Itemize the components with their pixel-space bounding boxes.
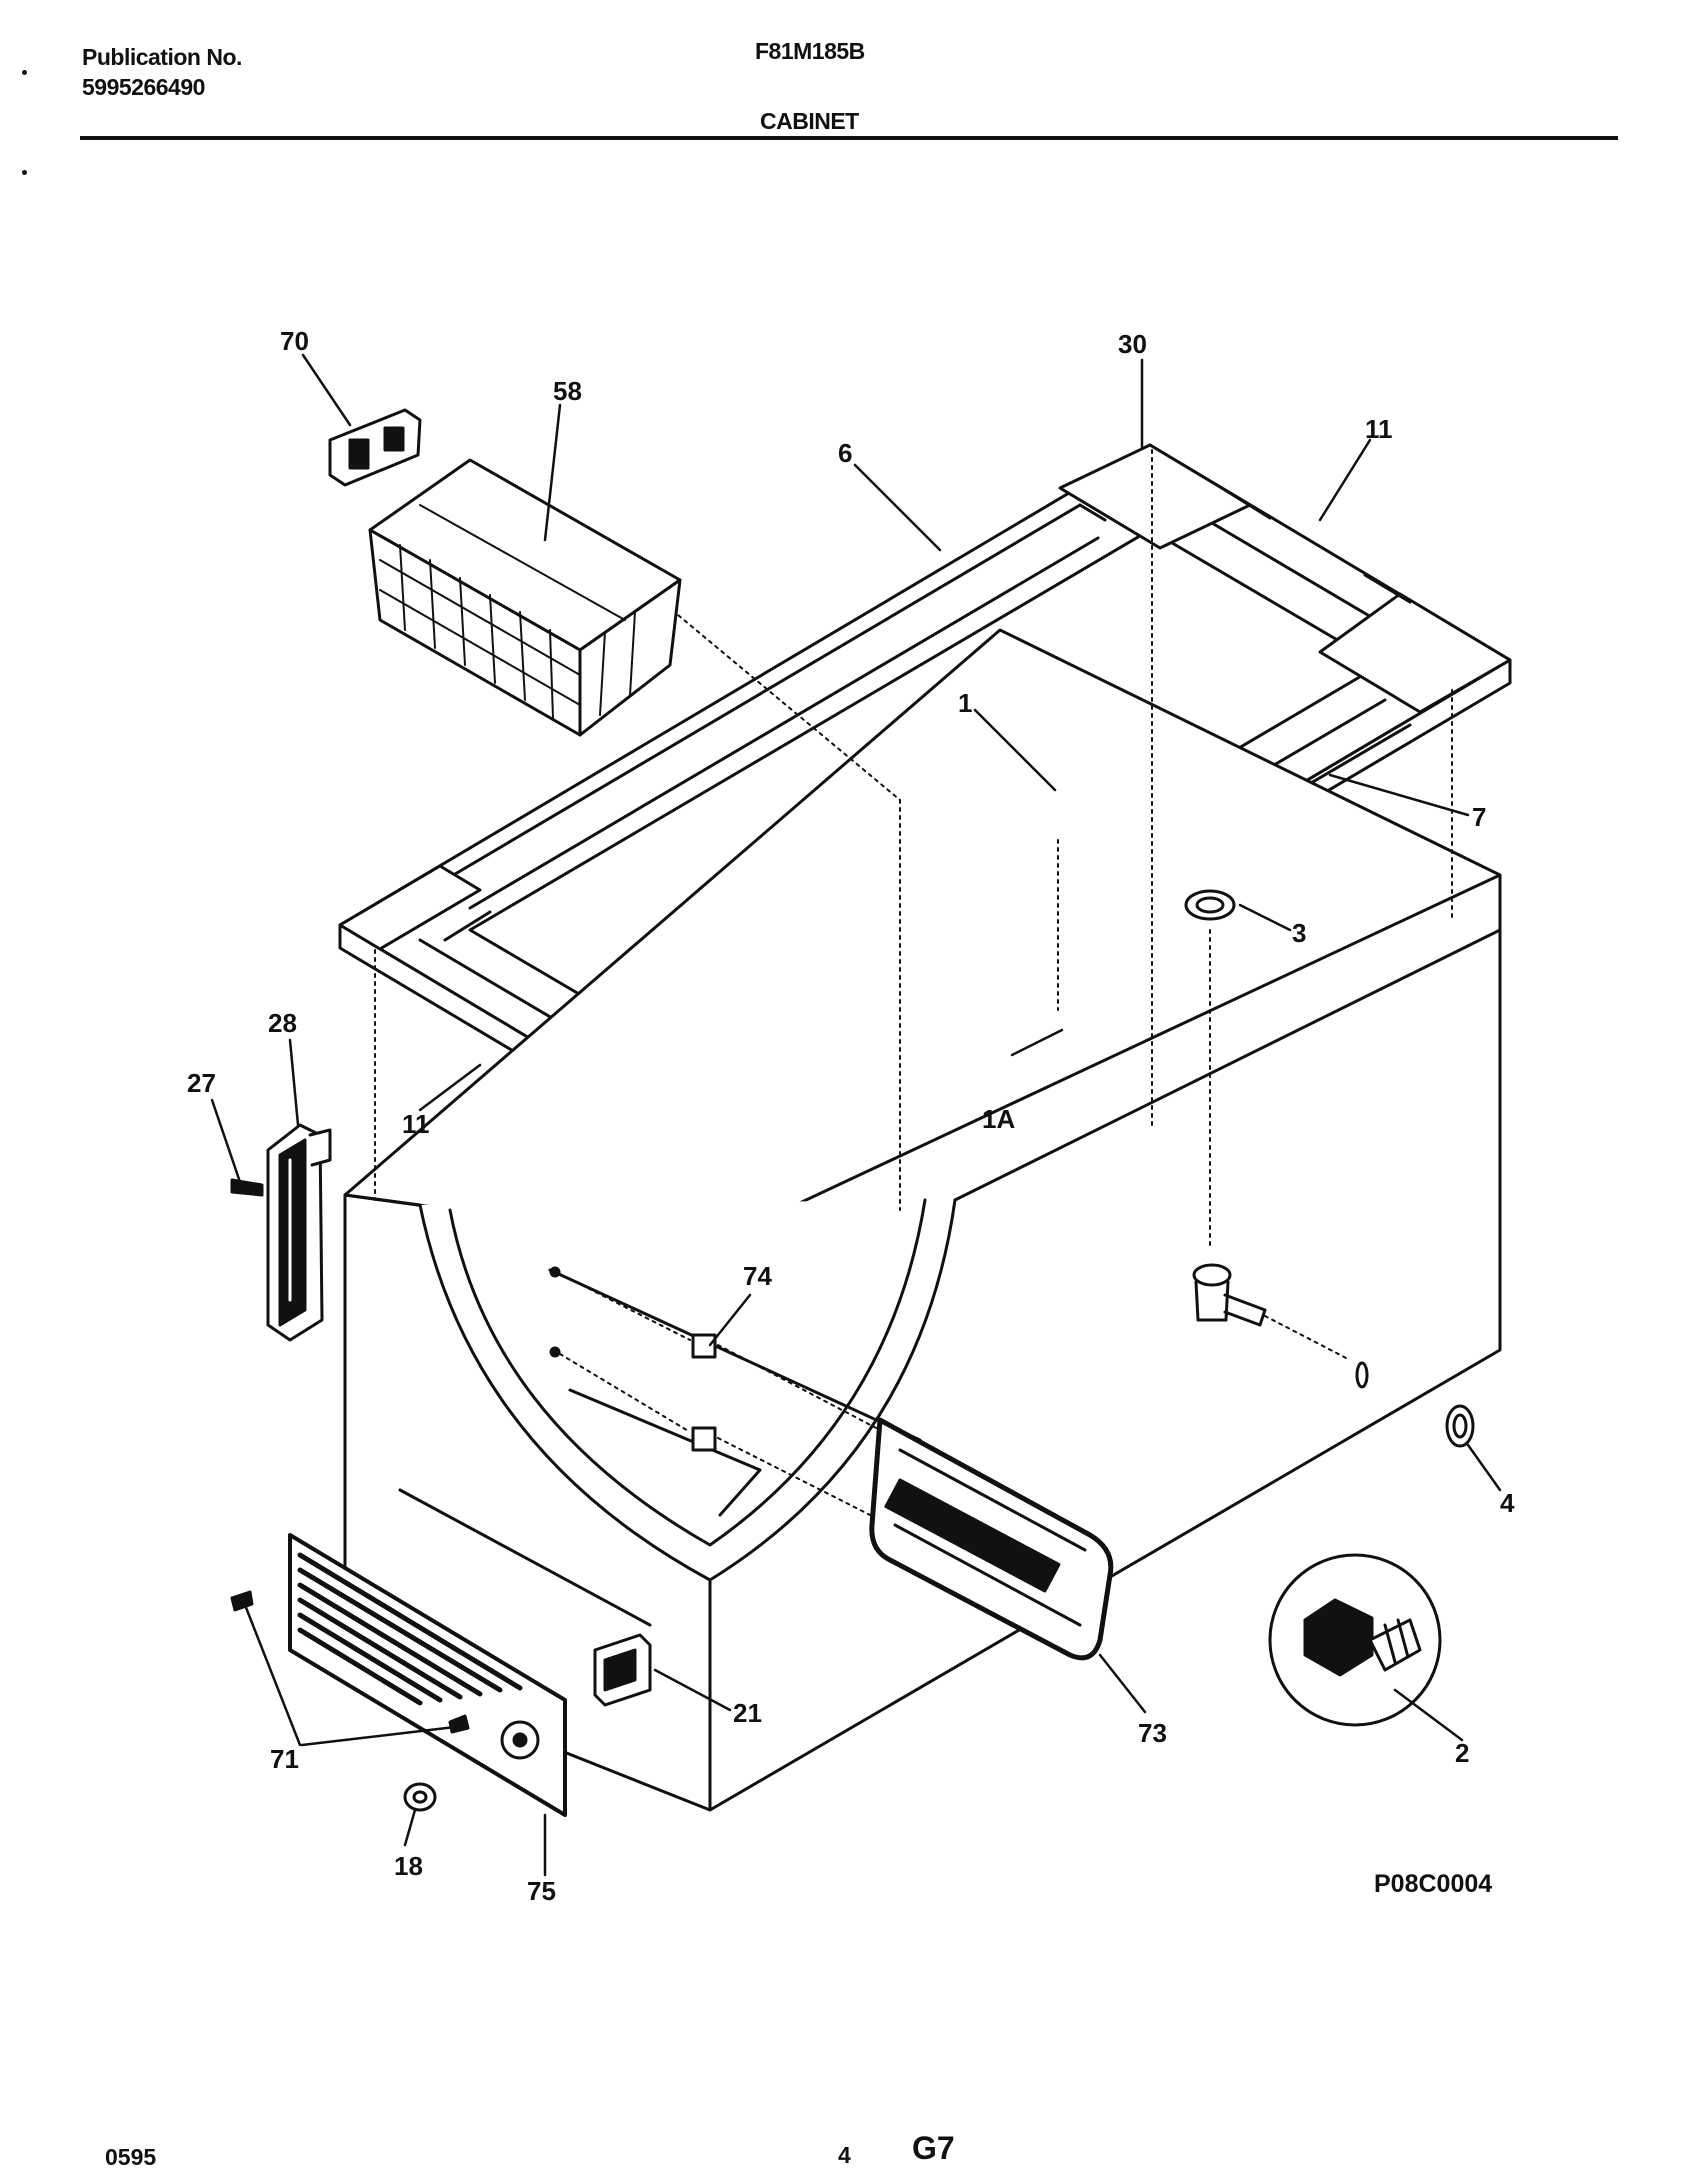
leader-lines — [210, 353, 1502, 1877]
callout-21: 21 — [733, 1698, 762, 1728]
callout-30: 30 — [1118, 329, 1147, 359]
grid-reference: G7 — [912, 2130, 955, 2166]
label-clips — [549, 1266, 881, 1521]
storage-basket — [368, 458, 682, 737]
callout-18: 18 — [394, 1851, 423, 1881]
callout-73: 73 — [1138, 1718, 1167, 1748]
punch-mark — [22, 170, 27, 175]
hinge-screw — [230, 1178, 264, 1197]
model-number: F81M185B — [755, 38, 865, 64]
callout-3: 3 — [1292, 918, 1306, 948]
callout-numbers: 70 58 30 6 11 1 7 3 28 27 11 1A 74 4 21 … — [187, 326, 1515, 1906]
punch-mark — [22, 70, 27, 75]
callout-7: 7 — [1472, 802, 1486, 832]
section-title: CABINET — [760, 108, 859, 134]
callout-27: 27 — [187, 1068, 216, 1098]
figure-code: P08C0004 — [1374, 1870, 1493, 1898]
callout-11-left: 11 — [402, 1109, 430, 1139]
callout-28: 28 — [268, 1008, 297, 1038]
callout-2: 2 — [1455, 1738, 1469, 1768]
grommet — [403, 1782, 437, 1812]
basket-divider — [328, 408, 422, 487]
callout-1a: 1A — [982, 1104, 1015, 1134]
callout-6: 6 — [838, 438, 852, 468]
callout-4: 4 — [1500, 1488, 1515, 1518]
alignment-lines — [374, 449, 1453, 1251]
date-code: 0595 — [105, 2144, 157, 2170]
callout-75: 75 — [527, 1876, 556, 1906]
drain-plug — [1184, 889, 1236, 921]
cabinet-body — [343, 628, 1502, 1812]
callout-58: 58 — [553, 376, 582, 406]
callout-74: 74 — [743, 1261, 772, 1291]
lid-hinge — [266, 1123, 332, 1342]
drain-hose-adapter-detail — [1268, 1553, 1442, 1727]
instruction-label — [869, 1417, 1114, 1661]
callout-1: 1 — [958, 688, 972, 718]
power-switch — [593, 1633, 652, 1707]
drain-fitting — [1192, 1263, 1369, 1389]
header-rule — [80, 136, 1618, 140]
page-number: 4 — [838, 2142, 851, 2168]
machine-compartment-grille — [288, 1533, 567, 1817]
callout-71: 71 — [270, 1744, 299, 1774]
publication-number: 5995266490 — [82, 74, 205, 100]
publication-label: Publication No. — [82, 44, 242, 70]
condenser-rod — [398, 1488, 652, 1627]
drain-cap — [1445, 1404, 1475, 1448]
callout-70: 70 — [280, 326, 309, 356]
callout-11-top: 11 — [1365, 414, 1393, 444]
